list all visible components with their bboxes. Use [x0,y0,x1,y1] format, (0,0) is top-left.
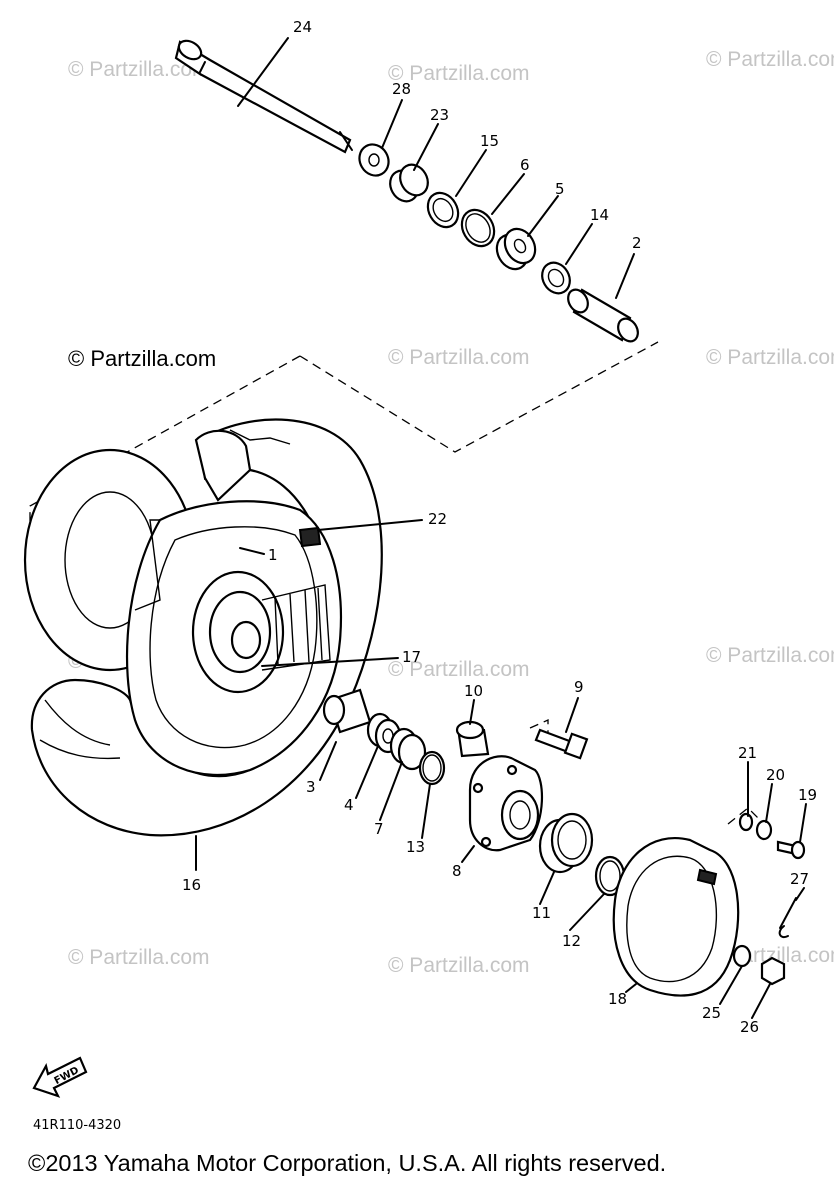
callout-14: 14 [590,206,609,224]
watermark: © Partzilla.com [388,658,530,681]
guide-line [727,807,761,825]
callout-10: 10 [464,682,483,700]
callout-13: 13 [406,838,425,856]
bearing-part-5 [495,227,537,271]
circlip-part-6 [460,208,496,248]
callout-3: 3 [306,778,316,796]
callout-9: 9 [574,678,584,696]
cotter-pin-part-27 [778,897,797,938]
callout-27: 27 [790,870,809,888]
watermark: © Partzilla.com [388,62,530,85]
callout-23: 23 [430,106,449,124]
damper-part-10 [455,720,490,758]
watermark: © Partzilla.com [68,946,210,969]
callout-6: 6 [520,156,530,174]
guide-line [299,341,659,453]
o-ring-part-13 [418,750,446,786]
watermark-main: © Partzilla.com [68,346,216,371]
callout-19: 19 [798,786,817,804]
diagram-code: 41R110-4320 [33,1118,121,1133]
leader-lines [195,37,807,1019]
callout-24: 24 [293,18,312,36]
callout-11: 11 [532,904,551,922]
callout-7: 7 [374,820,384,838]
callout-17: 17 [402,648,421,666]
seal-part-15 [426,191,460,229]
callout-20: 20 [766,766,785,784]
bolt-part-19 [776,840,806,860]
watermark: © Partzilla.com [706,644,834,667]
collar-part-7 [389,727,427,771]
axle-part-24 [174,39,353,154]
callout-1: 1 [268,546,278,564]
bearing-part-11 [538,812,594,874]
copyright-notice: ©2013 Yamaha Motor Corporation, U.S.A. A… [28,1150,667,1176]
callout-18: 18 [608,990,627,1008]
watermark-group: © Partzilla.com © Partzilla.com © Partzi… [68,48,834,977]
watermark: © Partzilla.com [706,48,834,71]
collar-part-23 [389,163,429,203]
callout-2: 2 [632,234,642,252]
callout-22: 22 [428,510,447,528]
spacer-part-2 [567,288,639,343]
watermark: © Partzilla.com [388,346,530,369]
nut-part-26 [760,956,786,986]
hub-part-1 [191,526,331,694]
brake-plate-part-18 [612,837,740,997]
spacer-part-17 [322,688,372,734]
washer-part-28 [358,143,390,177]
bolt-part-9 [534,728,589,760]
callout-21: 21 [738,744,757,762]
seal-part-14 [541,261,571,295]
callout-15: 15 [480,132,499,150]
watermark: © Partzilla.com [68,58,210,81]
watermark: © Partzilla.com [388,954,530,977]
callout-16: 16 [182,876,201,894]
callout-4: 4 [344,796,354,814]
callout-25: 25 [702,1004,721,1022]
watermark: © Partzilla.com [706,346,834,369]
forward-arrow-icon: FWD [32,1056,88,1098]
sprocket-hub-part-8 [468,755,544,852]
callout-8: 8 [452,862,462,880]
lock-washer-part-20 [755,819,773,841]
callout-26: 26 [740,1018,759,1036]
callout-12: 12 [562,932,581,950]
callout-28: 28 [392,80,411,98]
washer-part-25 [732,944,752,968]
guide-line [529,718,549,736]
washer-part-21 [738,812,754,832]
callout-labels: 24 28 23 15 6 5 14 2 22 1 17 10 9 3 4 7 … [182,18,817,1036]
callout-5: 5 [555,180,565,198]
